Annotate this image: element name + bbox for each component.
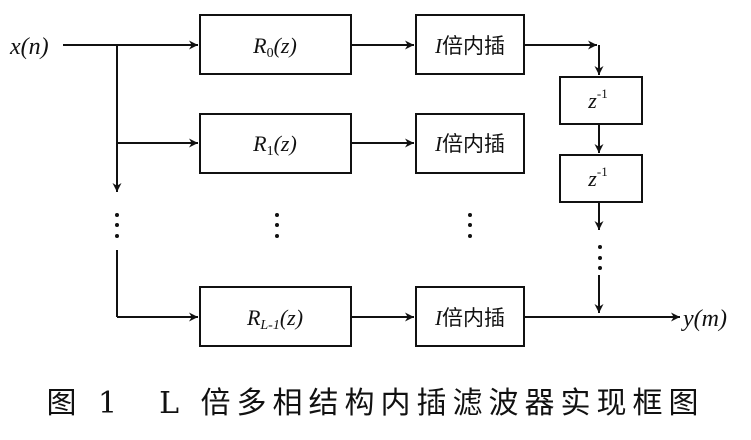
filter-label-L-1: RL-1(z) <box>246 305 303 333</box>
delay-label-1: z-1 <box>587 86 607 113</box>
delay-box-1 <box>559 76 643 125</box>
interp-box-1 <box>415 113 525 174</box>
interp-label-1: I倍内插 <box>434 132 505 156</box>
interp-label-0: I倍内插 <box>434 34 505 58</box>
filter-box-L-1 <box>199 286 352 347</box>
figure-caption: 图 1 L 倍多相结构内插滤波器实现框图 <box>46 386 705 421</box>
input-label: x(n) <box>9 34 49 60</box>
filter-label-0: R0(z) <box>252 33 297 61</box>
ellipsis-dots <box>115 213 602 270</box>
interp-label-L-1: I倍内插 <box>434 306 505 330</box>
output-label: y(m) <box>681 306 727 332</box>
delay-label-2: z-1 <box>587 164 607 191</box>
block-diagram: x(n) y(m) R0(z) R1(z) RL-1(z) I倍内插 I倍内插 … <box>9 14 727 347</box>
delay-box-2 <box>559 154 643 203</box>
filter-label-1: R1(z) <box>252 131 297 159</box>
